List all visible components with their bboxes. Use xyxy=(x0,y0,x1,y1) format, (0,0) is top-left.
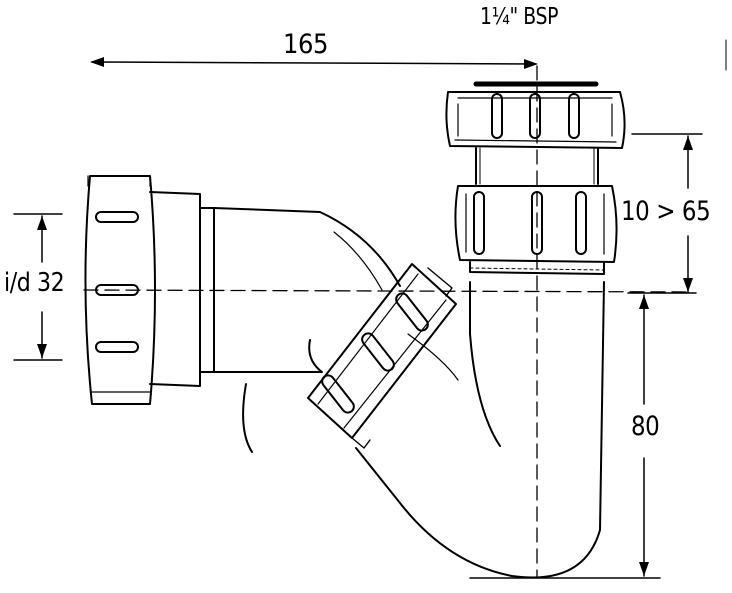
dimension-80-line xyxy=(469,292,697,579)
depth-label: 80 xyxy=(631,411,660,442)
dimension-165-label: 165 xyxy=(283,29,329,60)
adjust-range-label: 10 > 65 xyxy=(621,196,711,227)
dimension-165-line xyxy=(90,39,727,71)
cleaning-eye-nut xyxy=(307,263,457,449)
dimension-id32-line xyxy=(13,213,63,361)
top-nut xyxy=(445,81,626,149)
inlet-diameter-label: i/d 32 xyxy=(4,268,65,298)
centre-lines xyxy=(83,65,691,579)
inlet-body xyxy=(149,191,401,387)
top-tube xyxy=(475,147,599,185)
lower-bend xyxy=(242,281,605,579)
dimension-adjust-line xyxy=(631,133,703,293)
bsp-connection-label: 1¼" BSP xyxy=(480,4,559,30)
middle-nut xyxy=(454,185,618,275)
inlet-nut xyxy=(84,175,156,405)
